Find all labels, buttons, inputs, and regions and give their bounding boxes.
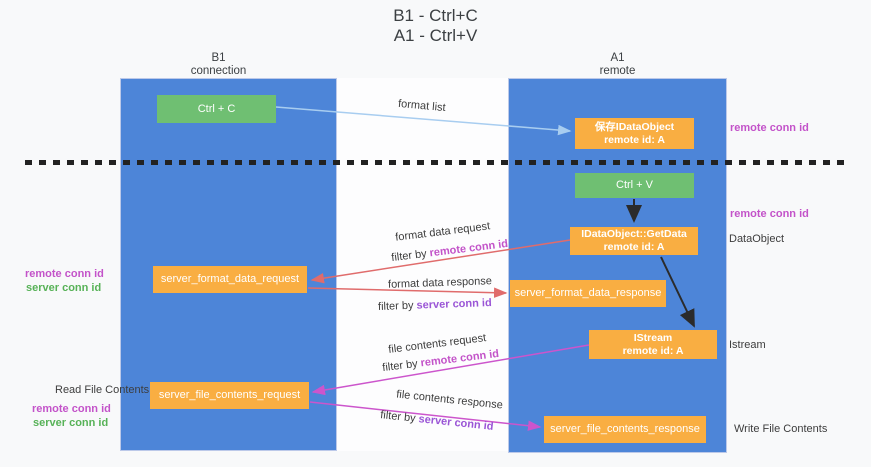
a1-name: A1 — [610, 52, 625, 64]
istream-line2: remote id: A — [622, 344, 684, 357]
getdata-line2: remote id: A — [603, 241, 665, 253]
server-format-data-response-label: server_format_data_response — [514, 287, 662, 299]
ctrl-c-box: Ctrl + C — [157, 95, 276, 123]
b1-role: connection — [190, 65, 247, 77]
read-file-contents-label: Read File Contents — [55, 384, 150, 396]
title-line-1: B1 - Ctrl+C — [393, 6, 478, 25]
idataobject-getdata-box: IDataObject::GetData remote id: A — [570, 227, 698, 255]
write-file-contents-label: Write File Contents — [734, 423, 828, 435]
server-file-contents-response-box: server_file_contents_response — [544, 416, 706, 443]
save-idataobject-line2: remote id: A — [604, 133, 665, 146]
getdata-line1: IDataObject::GetData — [581, 228, 687, 240]
title-line-2: A1 - Ctrl+V — [393, 26, 478, 45]
ctrl-c-label: Ctrl + C — [197, 102, 236, 115]
column-header-a1: A1 remote — [508, 52, 727, 78]
dataobject-label: DataObject — [729, 233, 785, 245]
save-idataobject-line1: 保存IDataObject — [594, 120, 675, 133]
istream-margin-label: Istream — [729, 339, 766, 351]
ctrl-v-label: Ctrl + V — [616, 179, 653, 191]
server-format-data-request-box: server_format_data_request — [153, 266, 307, 293]
right-remote-conn-id-mid: remote conn id — [730, 208, 809, 220]
server-file-contents-request-box: server_file_contents_request — [150, 382, 309, 409]
istream-box: IStream remote id: A — [589, 330, 717, 359]
save-idataobject-box: 保存IDataObject remote id: A — [575, 118, 694, 149]
column-header-b1: B1 connection — [110, 52, 327, 78]
server-format-data-request-label: server_format_data_request — [160, 273, 300, 285]
ctrl-v-box: Ctrl + V — [575, 173, 694, 198]
right-remote-conn-id-top: remote conn id — [730, 122, 809, 134]
server-format-data-response-box: server_format_data_response — [510, 280, 666, 307]
server-file-contents-response-label: server_file_contents_response — [550, 423, 700, 435]
page-title: B1 - Ctrl+C A1 - Ctrl+V — [0, 6, 871, 46]
left-remote-conn-id-2: remote conn id — [32, 403, 111, 415]
b1-name: B1 — [211, 52, 226, 64]
server-file-contents-request-label: server_file_contents_request — [158, 389, 301, 401]
dashed-separator — [25, 160, 845, 165]
istream-line1: IStream — [633, 331, 673, 344]
a1-role: remote — [599, 65, 636, 77]
left-server-conn-id-1: server conn id — [26, 282, 102, 294]
left-remote-conn-id-1: remote conn id — [25, 268, 104, 280]
filter-by-text: filter by — [377, 299, 417, 313]
left-server-conn-id-2: server conn id — [33, 417, 109, 429]
